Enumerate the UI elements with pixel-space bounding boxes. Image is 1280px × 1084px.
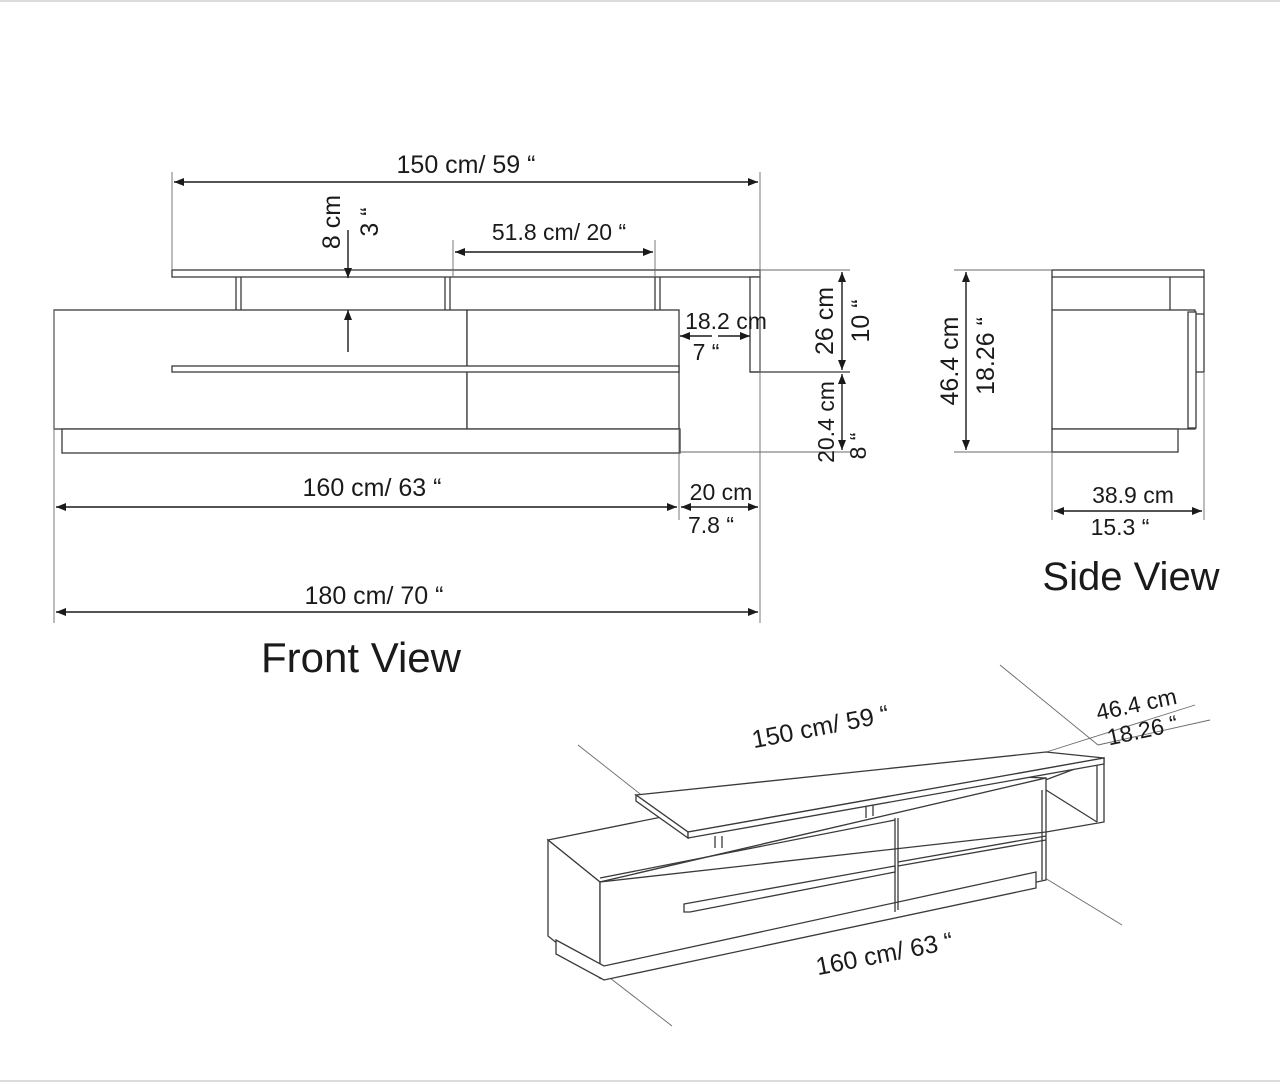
front-side-cm: 20 cm [690, 479, 753, 505]
front-upper-height-in: 10 “ [847, 299, 875, 342]
side-height-in: 18.26 “ [972, 317, 1000, 395]
iso-handle [683, 865, 896, 913]
front-side-in: 7.8 “ [688, 512, 734, 538]
iso-body-front [599, 777, 1047, 979]
front-base-width-label: 160 cm/ 63 “ [303, 474, 442, 502]
front-shelf-width-label: 51.8 cm/ 20 “ [492, 219, 626, 245]
front-top-gap-in: 3 “ [356, 207, 384, 236]
front-top-board [171, 269, 761, 278]
side-top-board [1051, 269, 1205, 278]
iso-plinth [555, 871, 1037, 981]
side-drawer-front [1187, 311, 1197, 429]
front-lower-height-cm: 20.4 cm [813, 381, 839, 463]
front-lower-height-in: 8 “ [845, 433, 871, 460]
front-upper-height-cm: 26 cm [811, 287, 839, 355]
side-height-cm: 46.4 cm [936, 317, 964, 406]
front-view-title: Front View [261, 634, 462, 681]
front-offset-in: 7 “ [693, 339, 720, 365]
iso-top-width-label: 150 cm/ 59 “ [750, 700, 892, 754]
side-depth-cm: 38.9 cm [1092, 482, 1174, 508]
front-total-width-label: 180 cm/ 70 “ [305, 582, 444, 610]
side-view: 46.4 cm 18.26 “ 38.9 cm 15.3 “ Side View [936, 269, 1220, 599]
front-handle [171, 365, 680, 373]
front-top-gap-cm: 8 cm [318, 195, 346, 249]
side-plinth [1051, 428, 1179, 453]
side-depth-in: 15.3 “ [1091, 514, 1150, 540]
front-top-width-label: 150 cm/ 59 “ [397, 151, 536, 179]
front-offset-cm: 18.2 cm [685, 308, 767, 334]
side-body [1051, 309, 1196, 430]
side-view-title: Side View [1042, 555, 1219, 599]
iso-view: 150 cm/ 59 “ 46.4 cm 18.26 “ 160 cm/ 63 … [546, 664, 1211, 1027]
front-view: 150 cm/ 59 “ 8 cm 3 “ 51.8 cm/ 20 “ 18.2… [53, 151, 875, 681]
front-plinth [61, 428, 681, 454]
iso-base-width-label: 160 cm/ 63 “ [814, 927, 956, 981]
